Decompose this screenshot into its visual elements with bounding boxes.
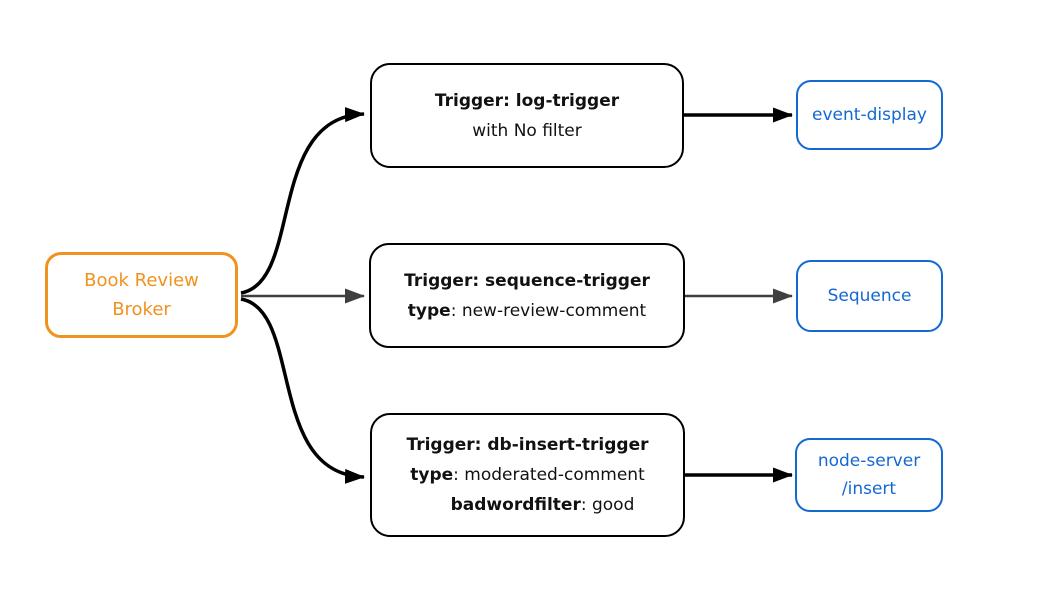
sink-label: event-display — [812, 105, 927, 125]
trigger-attr-key: badwordfilter — [450, 495, 581, 515]
trigger-node-sequence-trigger: Trigger: sequence-trigger type: new-revi… — [369, 243, 685, 348]
trigger-node-log-trigger: Trigger: log-trigger with No filter — [370, 63, 684, 168]
broker-label-line2: Broker — [112, 299, 171, 320]
trigger-filter-text: with No filter — [472, 120, 582, 141]
arrow-broker-to-log-trigger — [240, 107, 365, 295]
trigger-title: Trigger: db-insert-trigger — [406, 435, 649, 455]
trigger-attr-value: : good — [580, 495, 635, 515]
sink-node-sequence: Sequence — [796, 260, 943, 332]
trigger-title: Trigger: sequence-trigger — [404, 270, 650, 291]
trigger-attr-line: badwordfilter: good — [451, 490, 635, 520]
trigger-attr-line: type: moderated-comment — [410, 460, 645, 490]
trigger-title: Trigger: log-trigger — [434, 90, 620, 111]
sink-node-event-display: event-display — [796, 80, 943, 150]
sink-label-line1: node-server — [817, 451, 921, 471]
trigger-attr-key: type — [407, 300, 451, 321]
trigger-node-db-insert-trigger: Trigger: db-insert-trigger type: moderat… — [370, 413, 685, 537]
trigger-attr-key: type — [410, 465, 454, 485]
broker-node: Book Review Broker — [45, 252, 238, 338]
trigger-attr-value: : new-review-comment — [450, 300, 647, 321]
broker-label-line1: Book Review — [84, 270, 199, 291]
sink-label: Sequence — [827, 286, 912, 306]
arrow-broker-to-db-insert-trigger — [240, 297, 365, 484]
trigger-attr-line: type: new-review-comment — [408, 296, 646, 326]
sink-node-node-server-insert: node-server /insert — [795, 438, 943, 512]
sink-label-line2: /insert — [841, 479, 897, 499]
trigger-attr-value: : moderated-comment — [453, 465, 645, 485]
